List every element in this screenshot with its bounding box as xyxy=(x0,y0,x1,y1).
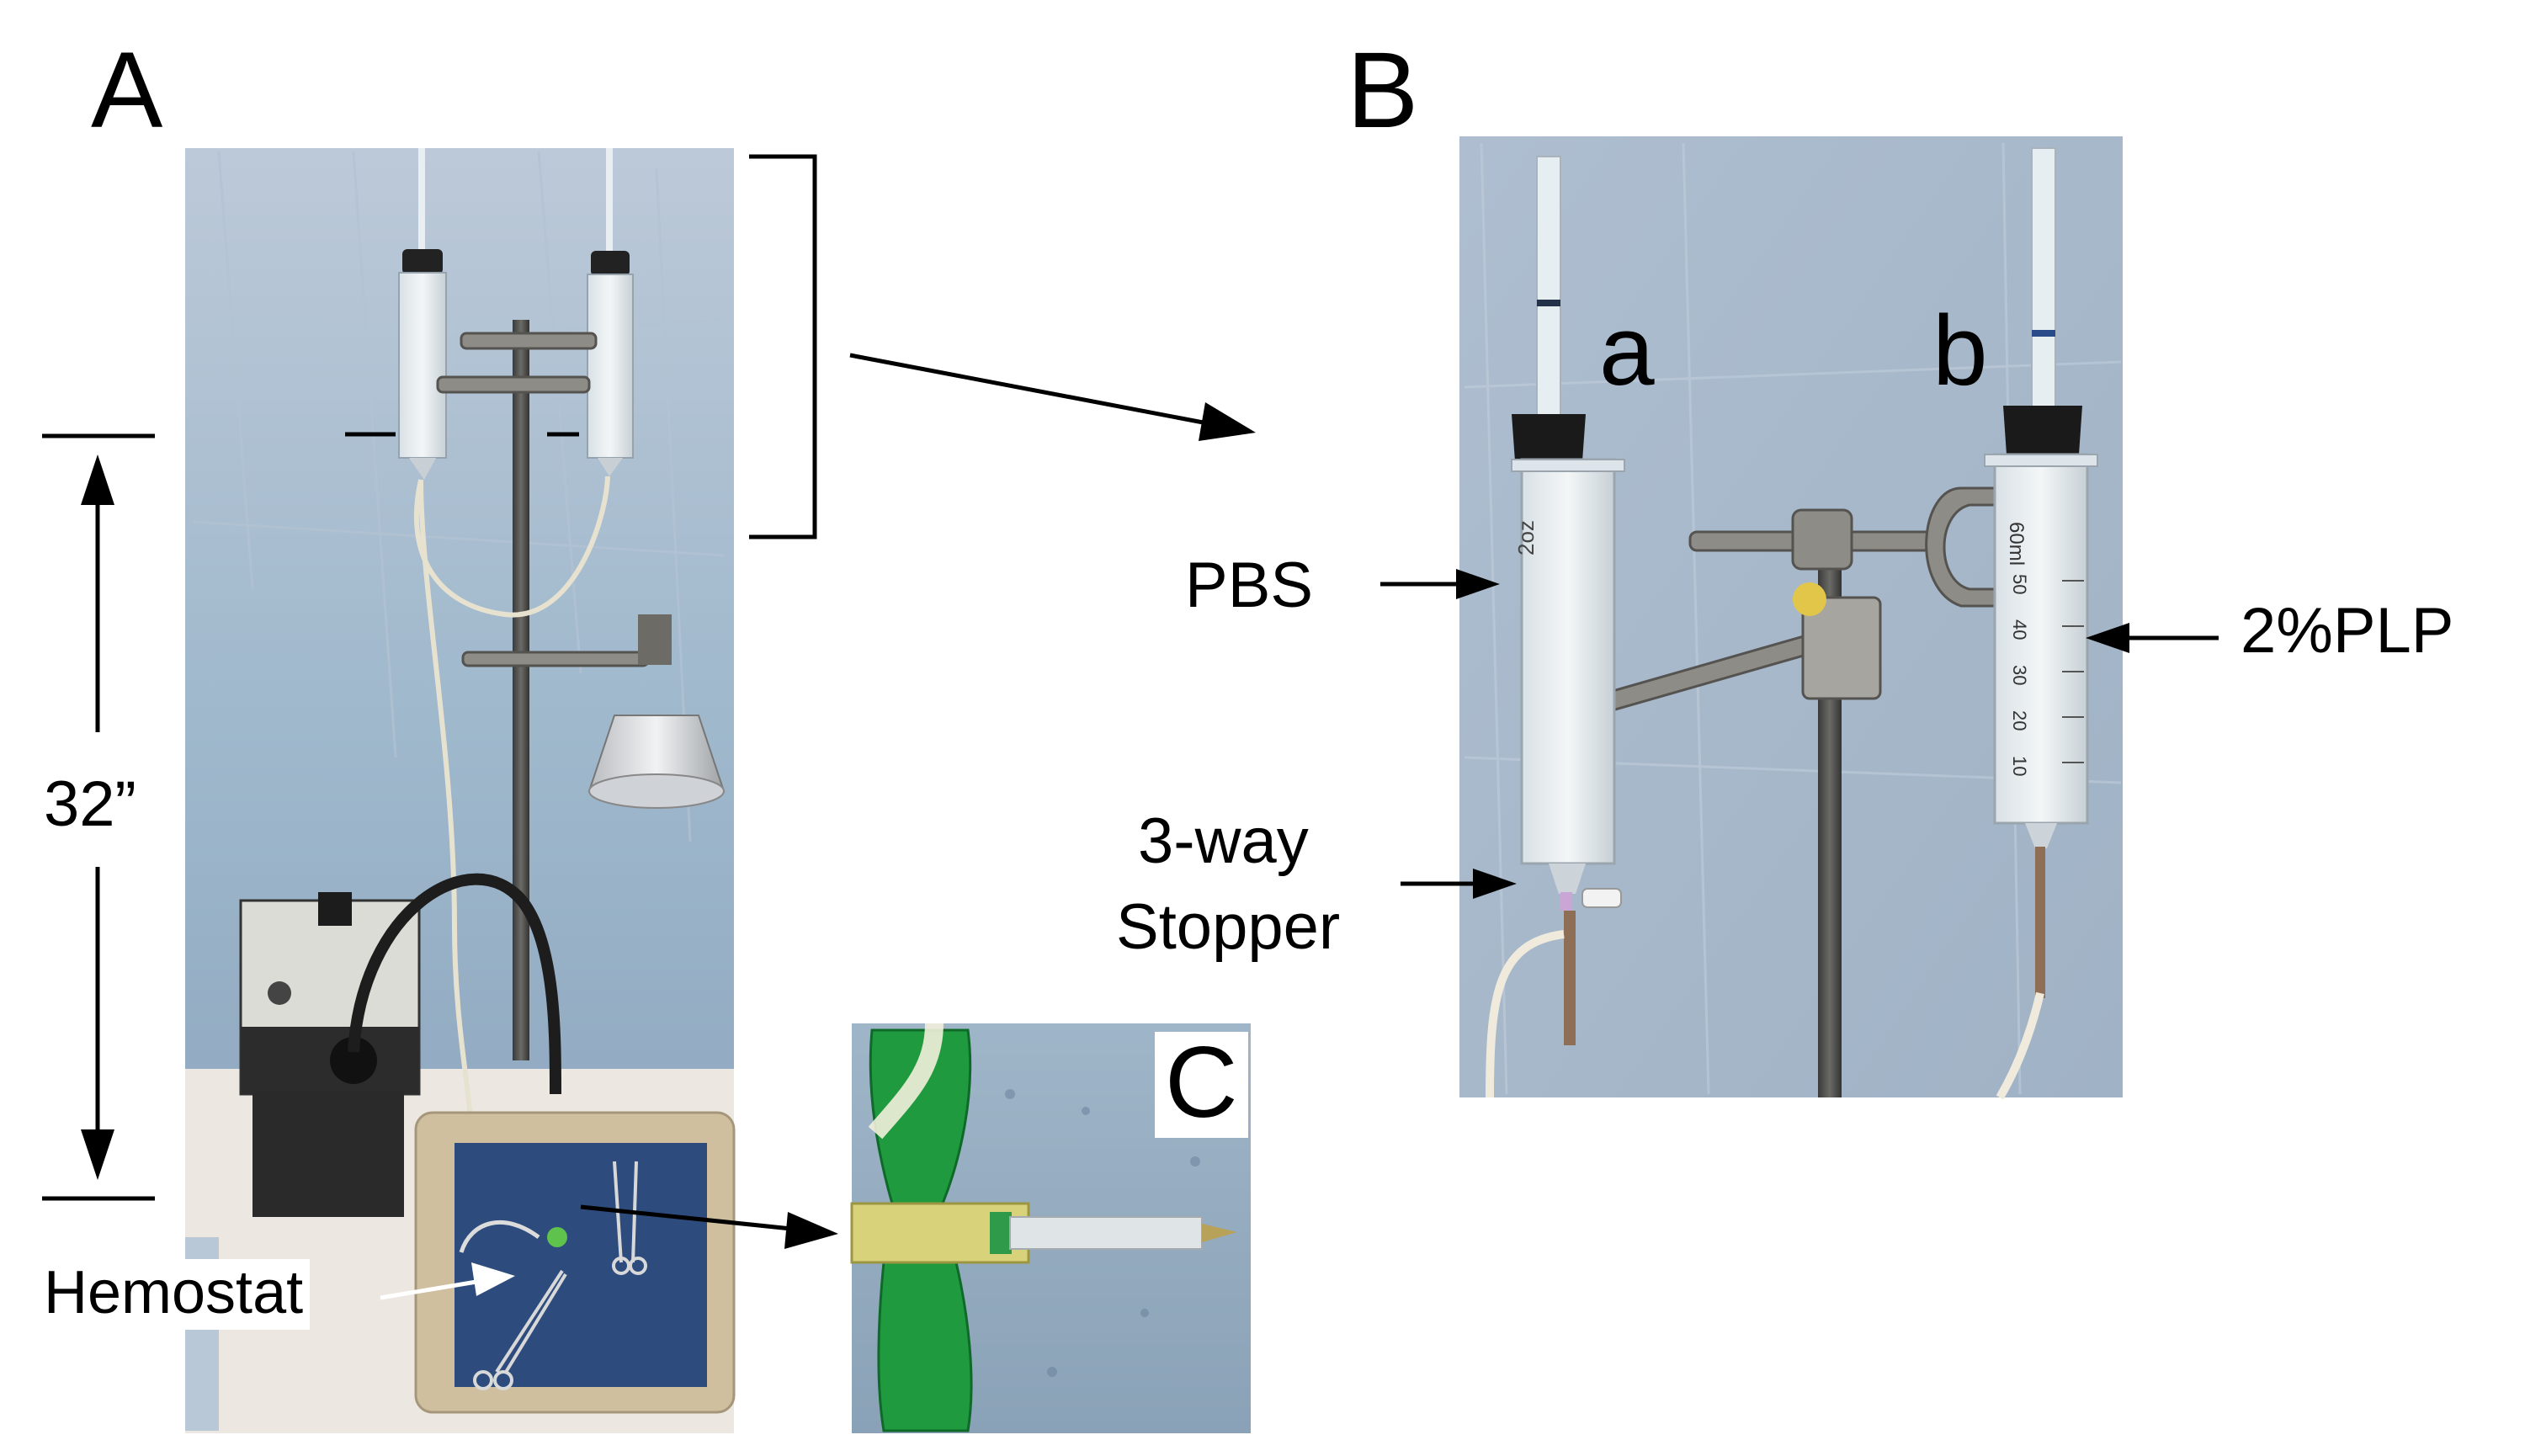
scale-b-40: 40 xyxy=(2009,619,2030,640)
panel-label-b: B xyxy=(1347,30,1419,151)
plp-label: 2%PLP xyxy=(2241,595,2454,667)
panel-b-photo: 2oz 60ml 50 40 30 20 10 xyxy=(1459,136,2123,1100)
arrow-bracket-to-b xyxy=(849,353,1256,441)
barrel-b-text: 60ml xyxy=(2005,522,2028,566)
syringe-b-label: b xyxy=(1932,295,1988,407)
bracket xyxy=(749,154,817,539)
panel-b-syringe-a: 2oz xyxy=(1511,156,1625,1045)
panel-a-syringe-left xyxy=(398,148,447,480)
scale-b-30: 30 xyxy=(2009,665,2030,685)
three-way-label-line2: Stopper xyxy=(1116,891,1341,963)
scale-b-20: 20 xyxy=(2009,710,2030,731)
hemostat-arrow xyxy=(380,1262,515,1300)
panel-a-lamp xyxy=(587,614,726,809)
hemostat-label: Hemostat xyxy=(39,1259,311,1330)
panel-a-light-source xyxy=(239,892,421,1217)
panel-label-c: C xyxy=(1155,1032,1248,1138)
panel-a-photo xyxy=(185,148,736,1433)
barrel-a-text: 2oz xyxy=(1513,520,1539,555)
syringe-a-label: a xyxy=(1599,295,1655,407)
panel-b-syringe-b: 60ml 50 40 30 20 10 xyxy=(1984,147,2098,998)
height-dimension-marker xyxy=(42,433,155,1201)
scale-b-50: 50 xyxy=(2009,574,2030,594)
three-way-label-line1: 3-way xyxy=(1138,805,1309,877)
height-label: 32” xyxy=(44,768,136,840)
scale-b-10: 10 xyxy=(2009,756,2030,776)
pbs-label: PBS xyxy=(1185,550,1314,621)
panel-label-a: A xyxy=(91,30,163,151)
arrow-tray-to-c xyxy=(580,1204,838,1249)
panel-b-arrows xyxy=(1380,569,2219,899)
panel-a-tray xyxy=(414,1111,736,1414)
panel-c-photo xyxy=(850,1023,1251,1433)
panel-a-syringe-right xyxy=(587,148,634,476)
